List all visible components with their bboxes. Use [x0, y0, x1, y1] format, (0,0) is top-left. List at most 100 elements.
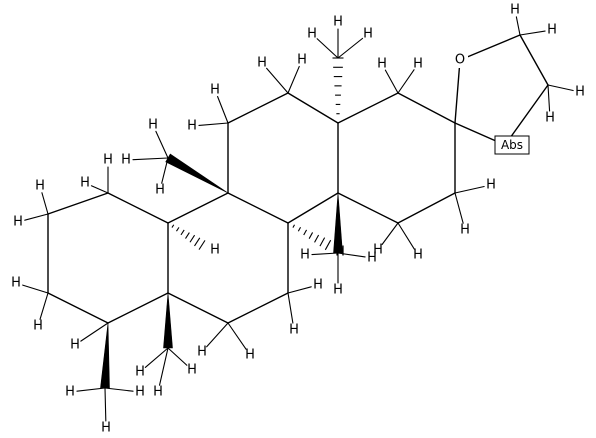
c8-hydrogen-hash-dash: [314, 234, 320, 243]
c8-hydrogen-hash-dash: [292, 224, 295, 228]
h-bond: [266, 67, 289, 94]
hydrogen-label: H: [103, 153, 113, 168]
h-bond: [287, 286, 312, 294]
c5-hydrogen-hash-dash: [194, 237, 201, 247]
bond-b4-b5: [287, 92, 339, 124]
h-bond: [41, 192, 49, 215]
hydrogen-label: H: [153, 385, 163, 400]
hydrogen-bonds: [22, 16, 574, 422]
hydrogen-label: H: [313, 278, 323, 293]
hydrogen-label: H: [545, 111, 555, 126]
hydrogen-label: H: [300, 248, 310, 263]
bond-oc2-o2: [504, 84, 549, 146]
bond-d3-o1: [454, 59, 461, 124]
c8-hydrogen-hash-dash: [308, 232, 314, 239]
hydrogen-label: H: [363, 27, 373, 42]
hydrogen-label: H: [373, 243, 383, 258]
stereo-flag-box: [494, 135, 530, 155]
bond-c4-a5: [167, 292, 229, 324]
h-bond: [198, 122, 229, 126]
hydrogen-label: H: [35, 179, 45, 194]
c8-hydrogen-hash: [292, 224, 332, 251]
h-bond: [22, 284, 49, 294]
bond-a6-b2: [167, 192, 229, 224]
bond-b7-b2: [227, 192, 289, 224]
h-bond: [39, 292, 49, 320]
h-bond: [155, 130, 169, 159]
hydrogen-label: H: [413, 248, 423, 263]
c8-hydrogen-hash-dash: [297, 227, 302, 232]
h-bond: [519, 30, 546, 36]
h-bond: [217, 95, 229, 124]
hydrogen-label: H: [333, 15, 343, 30]
c10-methyl-wedge: [163, 292, 173, 349]
c5-hydrogen-hash-dash: [176, 227, 180, 232]
hydrogen-label: H: [297, 53, 307, 68]
h-bond: [76, 387, 106, 392]
h-bond: [547, 84, 574, 92]
h-bond: [337, 252, 366, 258]
bond-oc1-oc2: [519, 34, 549, 86]
hydrogen-label: H: [11, 276, 21, 291]
hydrogen-label: H: [197, 345, 207, 360]
stereo-flag: Abs: [501, 138, 523, 152]
hydrogen-label: H: [80, 176, 90, 191]
h-bond: [454, 192, 464, 224]
bond-a4-a5: [107, 292, 169, 324]
h-bond: [384, 69, 399, 94]
h-bond: [80, 322, 109, 342]
hydrogen-label: H: [377, 57, 387, 72]
hydrogen-label: H: [335, 245, 345, 260]
h-bond: [381, 222, 399, 245]
hydrogen-label: H: [13, 215, 23, 230]
h-bond: [454, 185, 485, 194]
h-bond: [316, 38, 339, 59]
hydrogen-label: H: [547, 23, 557, 38]
c14-methyl-wedge: [333, 192, 343, 254]
hydrogen-label: H: [486, 178, 496, 193]
c13-methyl-hash: [332, 57, 344, 115]
hydrogen-label: H: [65, 385, 75, 400]
hydrogen-label: H: [257, 56, 267, 71]
h-bond: [547, 84, 551, 112]
oxygen-label-top: O: [455, 53, 465, 68]
hydrogen-label: H: [510, 3, 520, 18]
hydrogen-label: H: [333, 283, 343, 298]
hydrogen-label: H: [135, 385, 145, 400]
h-bond: [104, 387, 134, 392]
bond-a3-a4: [47, 292, 109, 324]
h-bond: [104, 387, 107, 422]
bond-a6-a1: [107, 192, 169, 224]
hydrogen-label: H: [210, 243, 220, 258]
hydrogen-label: H: [460, 223, 470, 238]
hydrogen-label: H: [70, 338, 80, 353]
c5-hydrogen-hash-dash: [171, 224, 175, 228]
h-bond: [397, 69, 415, 94]
hydrogen-label: H: [245, 348, 255, 363]
c9-methyl-wedge: [165, 153, 229, 194]
hydrogen-label: H: [187, 363, 197, 378]
h-bond: [132, 157, 169, 161]
c8-hydrogen-hash-dash: [324, 239, 332, 251]
hydrogen-label: H: [289, 323, 299, 338]
hydrogen-label: H: [367, 251, 377, 266]
c5-hydrogen-hash-dash: [198, 240, 206, 250]
bond-d2-d3: [397, 92, 456, 124]
c5-hydrogen-hash: [171, 224, 206, 250]
hydrogen-label: H: [413, 57, 423, 72]
h-bond: [90, 185, 109, 194]
hydrogen-label: H: [135, 365, 145, 380]
c8-hydrogen-hash-dash: [303, 229, 308, 236]
hydrogen-label: H: [210, 83, 220, 98]
bond-a1-a2: [47, 192, 109, 215]
c5-hydrogen-hash-dash: [180, 229, 185, 236]
h-bond: [397, 222, 415, 250]
c4-methyl-wedge: [100, 322, 110, 389]
hydrogen-label: H: [121, 153, 131, 168]
h-bond: [227, 322, 247, 350]
h-bond: [287, 292, 294, 324]
c5-hydrogen-hash-dash: [185, 232, 190, 239]
